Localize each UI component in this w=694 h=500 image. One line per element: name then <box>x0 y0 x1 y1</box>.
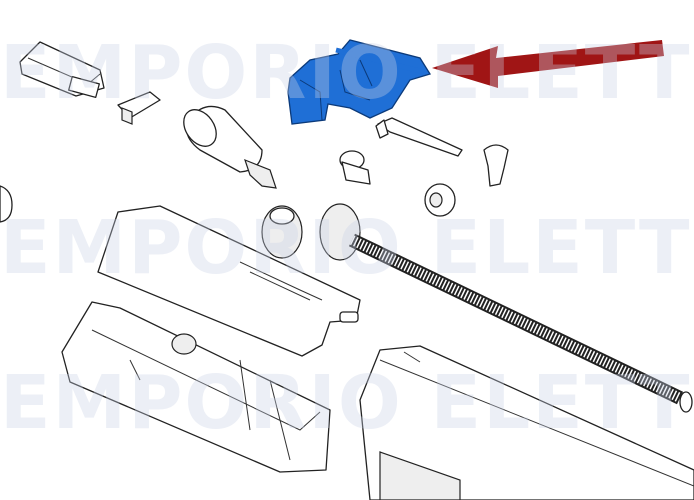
part-base-housing <box>61 301 331 473</box>
part-right-housing <box>359 345 694 500</box>
part-release-lever <box>375 117 463 157</box>
part-bushing <box>339 150 371 185</box>
part-edge-cap <box>0 185 13 223</box>
arrow-left-icon <box>432 40 664 88</box>
part-gear-support-bracket-highlighted <box>287 39 432 125</box>
part-key <box>483 144 509 187</box>
part-motor <box>183 105 277 189</box>
part-gear <box>261 205 303 259</box>
part-top-cover <box>97 205 361 357</box>
part-nut <box>424 183 456 217</box>
part-clip <box>19 41 105 99</box>
part-limit-switch <box>117 91 161 125</box>
part-worm-screw <box>319 203 693 413</box>
